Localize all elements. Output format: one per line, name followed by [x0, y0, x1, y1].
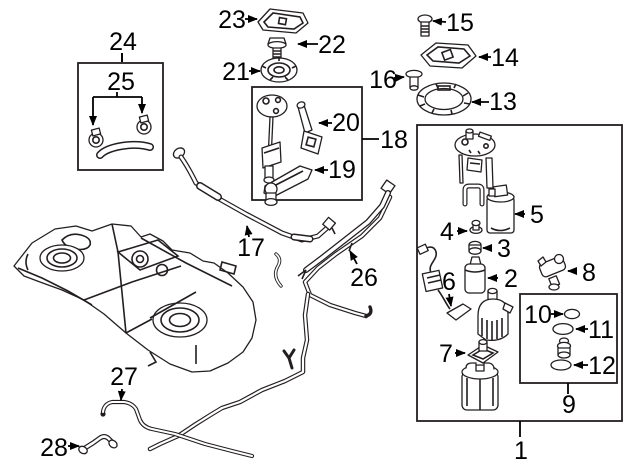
callout-19[interactable]: 19: [328, 156, 356, 184]
wiring-harness-drawing: [416, 243, 472, 321]
callout-11[interactable]: 11: [588, 316, 614, 344]
fuel-filler-pipe-drawing: [172, 147, 337, 243]
callout-2[interactable]: 2: [504, 265, 518, 293]
bolt-22-drawing: [267, 37, 287, 61]
clamp-kit-box: [77, 53, 164, 171]
fuel-filter-drawing: [486, 184, 515, 234]
callout-7[interactable]: 7: [439, 340, 453, 368]
jet-pump-drawing: [477, 287, 514, 342]
callout-9[interactable]: 9: [562, 391, 576, 419]
o-ring-10-drawing: [563, 308, 581, 320]
bolt-16-drawing: [405, 69, 423, 91]
callout-8[interactable]: 8: [582, 259, 596, 287]
hose-clamp-drawing: [88, 114, 152, 148]
lock-ring-drawing: [416, 82, 472, 116]
callout-1[interactable]: 1: [514, 437, 528, 465]
fuel-hose-drawing: [100, 399, 255, 459]
callout-23[interactable]: 23: [218, 6, 246, 34]
fuel-vapor-tube-drawing: [297, 179, 396, 280]
callout-17[interactable]: 17: [237, 234, 265, 262]
callout-15[interactable]: 15: [446, 9, 474, 37]
callout-28[interactable]: 28: [40, 434, 68, 462]
callout-13[interactable]: 13: [489, 88, 517, 116]
leader-lines: [68, 15, 588, 450]
callout-22[interactable]: 22: [318, 31, 346, 59]
callout-10[interactable]: 10: [524, 301, 552, 329]
bolt-15-drawing: [417, 14, 433, 37]
seal-kit-box: [519, 293, 618, 384]
grommet-4-drawing: [469, 219, 483, 235]
o-ring-11-drawing: [552, 322, 574, 336]
pressure-sensor-drawing: [296, 101, 323, 155]
fuel-tank-drawing: [13, 223, 257, 373]
hose-fitting-drawing: [78, 434, 118, 455]
seal-grommet-drawing: [556, 337, 572, 359]
o-ring-12-drawing: [550, 359, 572, 371]
callout-14[interactable]: 14: [491, 44, 519, 72]
callout-4[interactable]: 4: [440, 218, 454, 246]
callout-26[interactable]: 26: [350, 264, 378, 292]
valve-8-drawing: [537, 253, 567, 291]
cap-3-drawing: [468, 240, 482, 255]
float-arm-drawing: [263, 165, 313, 207]
pump-module-box: [416, 124, 623, 422]
callout-21[interactable]: 21: [222, 58, 250, 86]
callout-27[interactable]: 27: [110, 363, 138, 391]
callout-24[interactable]: 24: [109, 28, 137, 56]
fuel-level-sender-drawing: [256, 94, 288, 184]
callout-18[interactable]: 18: [380, 126, 408, 154]
reservoir-cup-drawing: [461, 362, 499, 411]
callout-20[interactable]: 20: [332, 109, 360, 137]
callout-16[interactable]: 16: [369, 66, 397, 94]
bracket-7-drawing: [467, 338, 499, 364]
callout-12[interactable]: 12: [588, 352, 616, 380]
callout-5[interactable]: 5: [530, 201, 544, 229]
grommet-cap-drawing: [260, 57, 298, 83]
fuel-sender-kit-box: [251, 86, 363, 207]
shield-plate-drawing: [257, 8, 309, 34]
callout-25[interactable]: 25: [107, 68, 135, 96]
callout-6[interactable]: 6: [442, 268, 456, 296]
cover-plate-drawing: [420, 42, 477, 69]
callout-3[interactable]: 3: [497, 235, 511, 263]
pump-flange-plate-drawing: [454, 128, 496, 189]
fuel-pump-drawing: [464, 256, 486, 294]
